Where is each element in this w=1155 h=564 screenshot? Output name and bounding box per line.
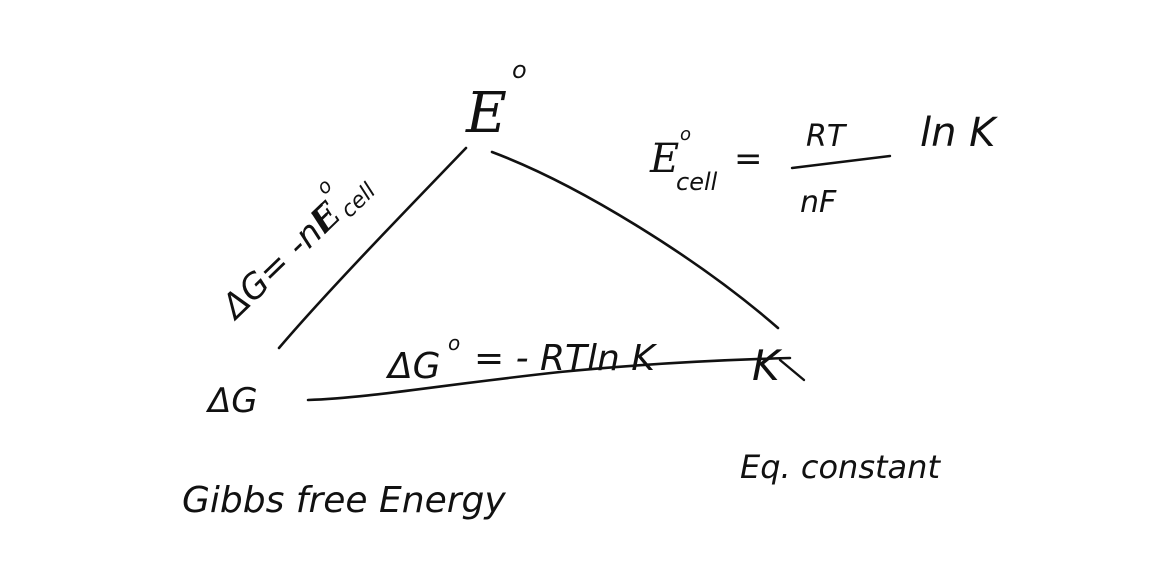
vertex-left-label: ΔG [205,381,258,421]
bottom-edge-equation: ΔG o = - RTln K [385,331,657,387]
vertex-left: ΔG [205,381,258,421]
bottom-edge-prefix: ΔG [385,346,441,387]
vertex-right: K [752,341,806,390]
vertex-top: E o [465,56,527,146]
edge-bottom-line [306,356,792,402]
right-edge-E: E [649,136,679,182]
right-edge-numerator: RT [806,119,848,154]
left-edge-equation: ΔG= -nF E o cell [212,173,381,328]
vertex-top-label: E [465,81,507,146]
bottom-edge-superscript: o [448,331,460,355]
bottom-edge-rest: = - RTln K [474,338,657,379]
edge-right-line [490,150,780,330]
right-edge-log-term: ln K [920,110,998,156]
caption-eq-constant: Eq. constant [740,448,941,486]
right-edge-equals: = [734,139,763,179]
caption-gibbs: Gibbs free Energy [182,480,506,521]
vertex-right-label: K [752,341,783,390]
triangle-edges [277,146,792,402]
vertex-right-tail [778,358,806,382]
vertex-top-superscript: o [512,56,527,84]
edge-left-line [277,146,468,350]
right-edge-denominator: nF [800,185,837,220]
left-edge-subscript: cell [336,179,381,223]
right-edge-equation: E o cell = RT nF ln K [649,110,998,220]
left-edge-superscript: o [311,173,336,199]
right-edge-subscript: cell [676,168,718,196]
right-edge-superscript: o [680,124,691,145]
right-edge-fraction-bar [790,154,892,170]
